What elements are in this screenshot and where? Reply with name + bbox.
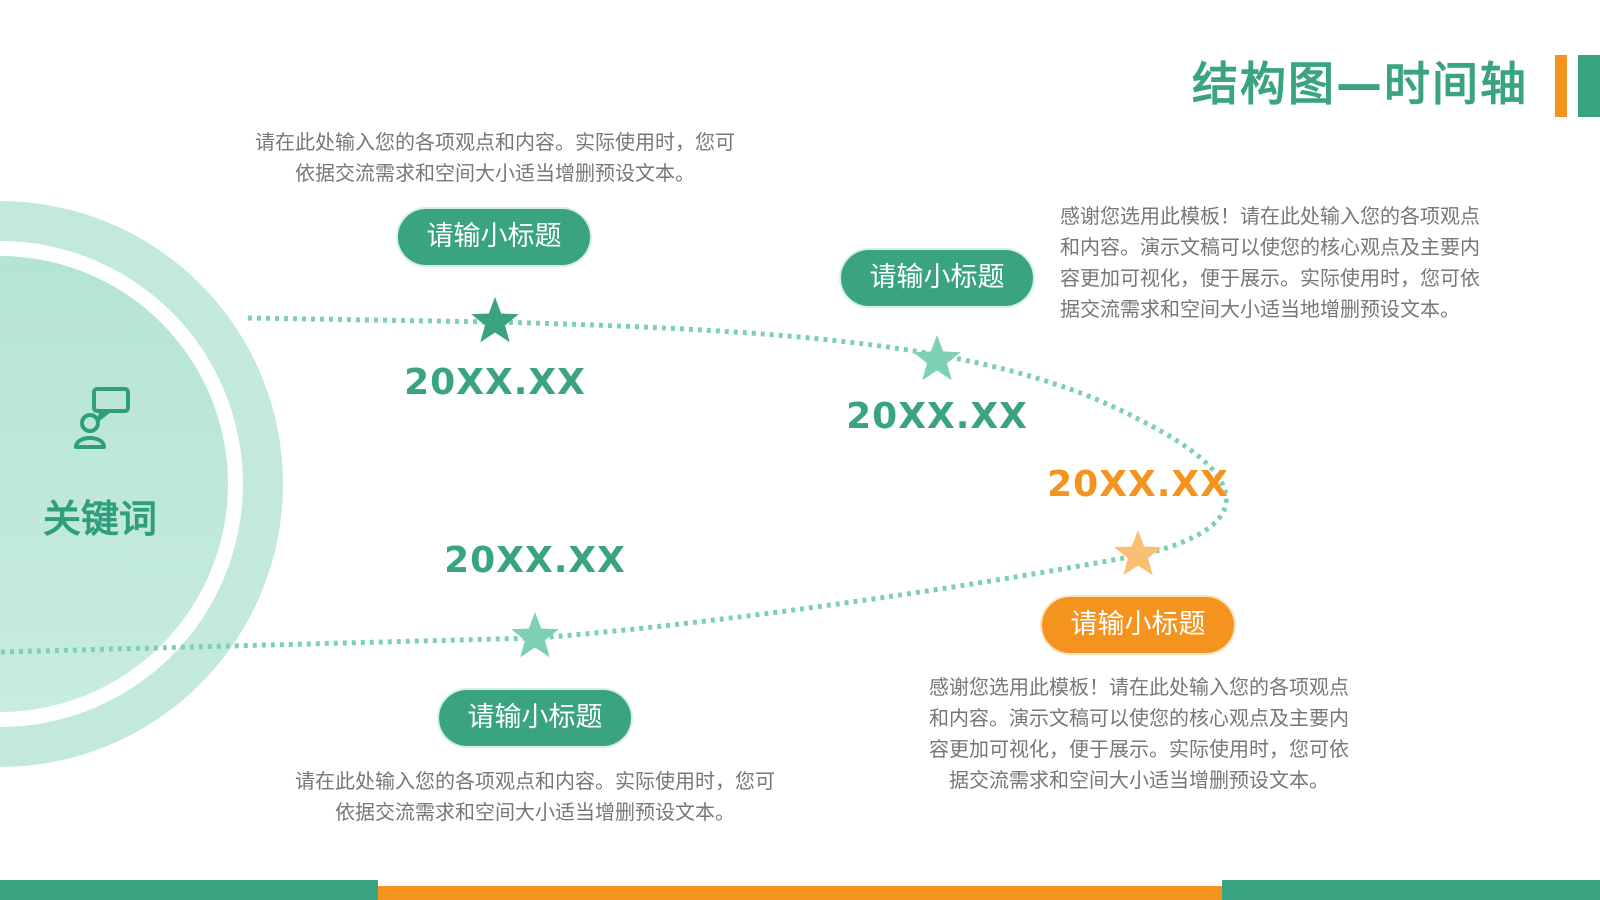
title-accent-orange — [1555, 55, 1567, 117]
star-marker-4 — [511, 612, 559, 658]
item-1-description-line-2: 依据交流需求和空间大小适当增删预设文本。 — [295, 161, 695, 185]
star-marker-3 — [1114, 530, 1162, 576]
item-3-heading: 请输小标题 — [1042, 597, 1234, 653]
item-1-description: 请在此处输入您的各项观点和内容。实际使用时，您可 依据交流需求和空间大小适当增删… — [215, 127, 775, 189]
star-marker-1 — [471, 297, 519, 343]
item-4-date: 20XX.XX — [444, 540, 626, 581]
inner-circle — [0, 256, 228, 712]
star-marker-2 — [913, 335, 961, 381]
item-4-description-line-2: 依据交流需求和空间大小适当增删预设文本。 — [335, 800, 735, 824]
item-2-date: 20XX.XX — [846, 396, 1028, 437]
user-chat-icon — [72, 385, 132, 449]
item-2-heading: 请输小标题 — [841, 250, 1033, 306]
footer-bar-green-right — [1222, 880, 1600, 900]
item-4-description: 请在此处输入您的各项观点和内容。实际使用时，您可 依据交流需求和空间大小适当增删… — [255, 766, 815, 828]
keyword-label: 关键词 — [42, 497, 157, 541]
item-4-heading: 请输小标题 — [439, 690, 631, 746]
timeline-path — [0, 315, 1229, 655]
page-title: 结构图—时间轴 — [1192, 57, 1528, 111]
footer-bar-orange — [378, 886, 1222, 900]
item-1-description-line-1: 请在此处输入您的各项观点和内容。实际使用时，您可 — [255, 130, 735, 154]
item-3-date: 20XX.XX — [1047, 464, 1229, 505]
title-accent-green — [1578, 55, 1600, 117]
item-1-heading: 请输小标题 — [398, 209, 590, 265]
item-1-date: 20XX.XX — [404, 362, 586, 403]
footer-bar-green-left — [0, 880, 378, 900]
item-4-description-line-1: 请在此处输入您的各项观点和内容。实际使用时，您可 — [295, 769, 775, 793]
item-3-description: 感谢您选用此模板！请在此处输入您的各项观点和内容。演示文稿可以使您的核心观点及主… — [929, 675, 1349, 792]
item-2-description: 感谢您选用此模板！请在此处输入您的各项观点和内容。演示文稿可以使您的核心观点及主… — [1060, 204, 1480, 321]
